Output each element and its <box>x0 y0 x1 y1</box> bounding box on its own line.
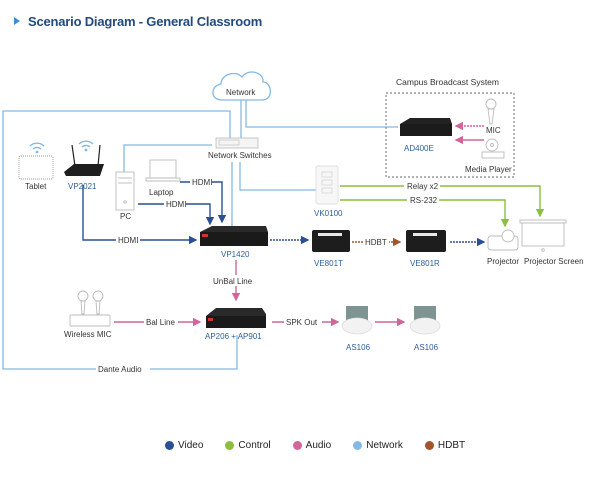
media-player-icon <box>481 138 505 159</box>
node-laptop-label: Laptop <box>149 188 174 197</box>
ve801r-device-icon <box>406 230 446 252</box>
node-ve801r-label: VE801R <box>410 259 440 268</box>
node-as106-1-label: AS106 <box>346 343 371 352</box>
projector-icon <box>487 229 519 251</box>
node-vp2021-label: VP2021 <box>68 182 97 191</box>
vp2021-device-icon <box>64 140 104 176</box>
label-hdmi-vp2021: HDMI <box>118 236 138 245</box>
legend-label: HDBT <box>437 440 466 451</box>
node-ve801t-label: VE801T <box>314 259 343 268</box>
legend-item-hdbt: HDBT <box>424 440 466 451</box>
legend-label: Control <box>238 440 271 451</box>
label-hdmi-pc: HDMI <box>166 200 186 209</box>
legend-dot-hdbt-icon <box>424 441 434 450</box>
campus-broadcast-label: Campus Broadcast System <box>396 77 499 87</box>
vp1420-device-icon <box>200 226 268 246</box>
legend: Video Control Audio Network HDBT <box>165 440 465 451</box>
node-ad400e-label: AD400E <box>404 144 434 153</box>
legend-label: Audio <box>305 440 332 451</box>
legend-item-control: Control <box>225 440 271 451</box>
page-title-text: Scenario Diagram - General Classroom <box>28 14 263 29</box>
audio-links <box>114 121 484 327</box>
label-spk-out: SPK Out <box>286 318 318 327</box>
legend-label: Video <box>178 440 204 451</box>
network-switch-icon: Network Switches <box>208 137 272 160</box>
legend-item-audio: Audio <box>292 440 332 451</box>
node-vp1420-label: VP1420 <box>221 250 250 259</box>
video-links <box>82 181 486 247</box>
ad400e-device-icon <box>400 118 452 136</box>
network-cloud-icon: Network <box>212 71 272 101</box>
node-ap206-label: AP206 + AP901 <box>205 332 262 341</box>
projector-screen-icon <box>519 219 567 252</box>
network-line-dante <box>150 335 238 370</box>
node-as106-2-label: AS106 <box>414 343 439 352</box>
link-labels: HDMI HDMI HDMI HDBT Relay x2 RS-232 UnBa… <box>96 177 440 374</box>
video-line-vp2021 <box>82 185 198 245</box>
node-network-switches-label: Network Switches <box>208 151 272 160</box>
control-line-rs232 <box>340 199 510 228</box>
triangle-bullet-icon <box>14 17 20 25</box>
tablet-icon <box>18 142 54 180</box>
network-links <box>2 100 398 370</box>
network-line-switch-vk0100 <box>239 162 317 191</box>
node-mic-label: MIC <box>486 126 501 135</box>
legend-item-network: Network <box>353 440 403 451</box>
legend-dot-control-icon <box>225 441 235 450</box>
label-unbal: UnBal Line <box>213 277 253 286</box>
legend-dot-network-icon <box>353 441 363 450</box>
node-wireless-mic-label: Wireless MIC <box>64 330 112 339</box>
video-line-pc <box>138 203 215 226</box>
label-hdmi-laptop: HDMI <box>192 178 212 187</box>
vk0100-keypad-icon <box>315 165 339 205</box>
node-network-label: Network <box>226 88 256 97</box>
as106-speaker-icon-1 <box>341 306 373 335</box>
legend-dot-video-icon <box>165 441 174 450</box>
as106-speaker-icon-2 <box>409 306 441 335</box>
node-projector-label: Projector <box>487 257 519 266</box>
pc-tower-icon <box>115 171 135 211</box>
node-pc-label: PC <box>120 212 131 221</box>
node-media-player-label: Media Player <box>465 165 512 174</box>
wireless-mic-icon <box>69 290 111 327</box>
campus-broadcast-group: Campus Broadcast System AD400E MIC Media… <box>385 77 515 178</box>
network-line-pc-switch <box>123 144 212 172</box>
network-line-left-loop <box>2 110 231 370</box>
network-line-cloud-ad400e <box>245 100 398 128</box>
legend-label: Network <box>366 440 403 451</box>
label-rs232: RS-232 <box>410 196 438 205</box>
laptop-icon <box>145 159 181 182</box>
ap206-device-icon <box>206 308 266 328</box>
mic-icon <box>485 98 497 125</box>
node-tablet-label: Tablet <box>25 182 47 191</box>
legend-item-video: Video <box>165 440 203 451</box>
node-vk0100-label: VK0100 <box>314 209 343 218</box>
label-hdbt: HDBT <box>365 238 387 247</box>
legend-dot-audio-icon <box>292 441 302 450</box>
page-title: Scenario Diagram - General Classroom <box>14 14 262 29</box>
ve801t-device-icon <box>312 230 350 252</box>
label-relay: Relay x2 <box>407 182 439 191</box>
node-projector-screen-label: Projector Screen <box>524 257 584 266</box>
control-links <box>340 185 545 228</box>
label-bal: Bal Line <box>146 318 175 327</box>
label-dante: Dante Audio <box>98 365 142 374</box>
